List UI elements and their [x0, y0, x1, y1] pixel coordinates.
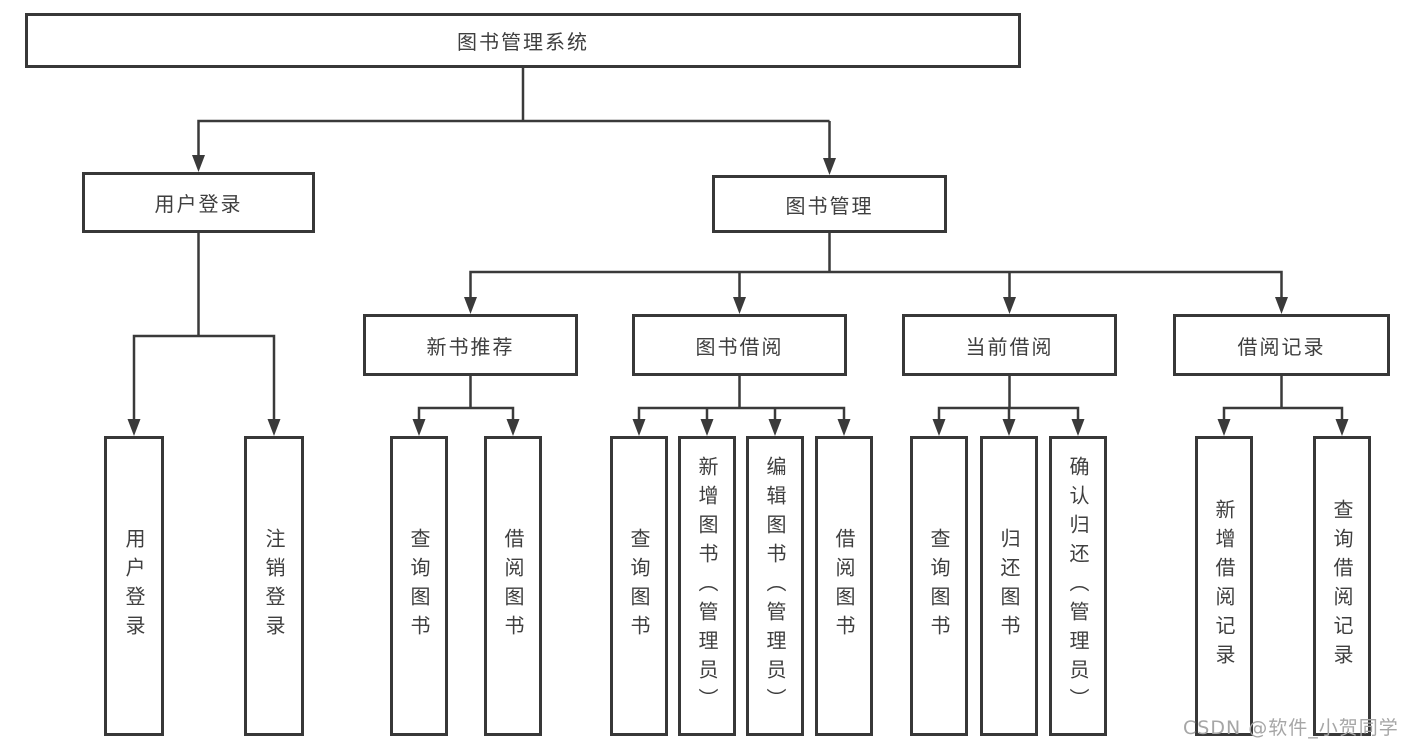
leaf-add-borrow-record: 新增借阅记录	[1195, 436, 1253, 736]
leaf-query-books-recommend: 查询图书	[390, 436, 448, 736]
leaf-edit-book-admin: 编辑图书（管理员）	[746, 436, 804, 736]
node-label: 查询图书	[927, 528, 951, 644]
leaf-borrow-books-recommend: 借阅图书	[484, 436, 542, 736]
node-user-login: 用户登录	[82, 172, 315, 233]
leaf-borrow-books-borrowing: 借阅图书	[815, 436, 873, 736]
node-new-book-recommend: 新书推荐	[363, 314, 578, 376]
node-label: 新书推荐	[426, 334, 515, 359]
node-label: 归还图书	[997, 528, 1021, 644]
node-label: 查询图书	[627, 528, 651, 644]
node-label: 用户登录	[154, 192, 243, 216]
leaf-add-book-admin: 新增图书（管理员）	[678, 436, 736, 736]
leaf-confirm-return-admin: 确认归还（管理员）	[1049, 436, 1107, 736]
node-label: 新增图书（管理员）	[695, 455, 719, 717]
leaf-query-books-borrowing: 查询图书	[610, 436, 668, 736]
node-current-borrowing: 当前借阅	[902, 314, 1117, 376]
node-label: 借阅图书	[501, 528, 525, 644]
node-label: 借阅记录	[1237, 334, 1326, 359]
leaf-query-borrow-record: 查询借阅记录	[1313, 436, 1371, 736]
node-label: 新增借阅记录	[1212, 499, 1236, 673]
csdn-watermark: CSDN @软件_小贺同学	[1183, 717, 1399, 739]
node-book-management: 图书管理	[712, 175, 947, 233]
node-label: 图书借阅	[695, 334, 784, 359]
leaf-logout: 注销登录	[244, 436, 304, 736]
node-label: 图书管理	[785, 193, 874, 218]
node-label: 用户登录	[122, 528, 146, 644]
node-label: 查询借阅记录	[1330, 499, 1354, 673]
node-label: 确认归还（管理员）	[1066, 455, 1090, 717]
node-root-system: 图书管理系统	[25, 13, 1021, 68]
node-label: 图书管理系统	[457, 30, 589, 54]
node-label: 编辑图书（管理员）	[763, 455, 787, 717]
node-label: 当前借阅	[965, 334, 1054, 359]
node-label: 查询图书	[407, 528, 431, 644]
leaf-return-book: 归还图书	[980, 436, 1038, 736]
node-book-borrowing: 图书借阅	[632, 314, 847, 376]
node-borrowing-records: 借阅记录	[1173, 314, 1390, 376]
leaf-user-login: 用户登录	[104, 436, 164, 736]
node-label: 注销登录	[262, 528, 286, 644]
node-label: 借阅图书	[832, 528, 856, 644]
leaf-query-books-current: 查询图书	[910, 436, 968, 736]
